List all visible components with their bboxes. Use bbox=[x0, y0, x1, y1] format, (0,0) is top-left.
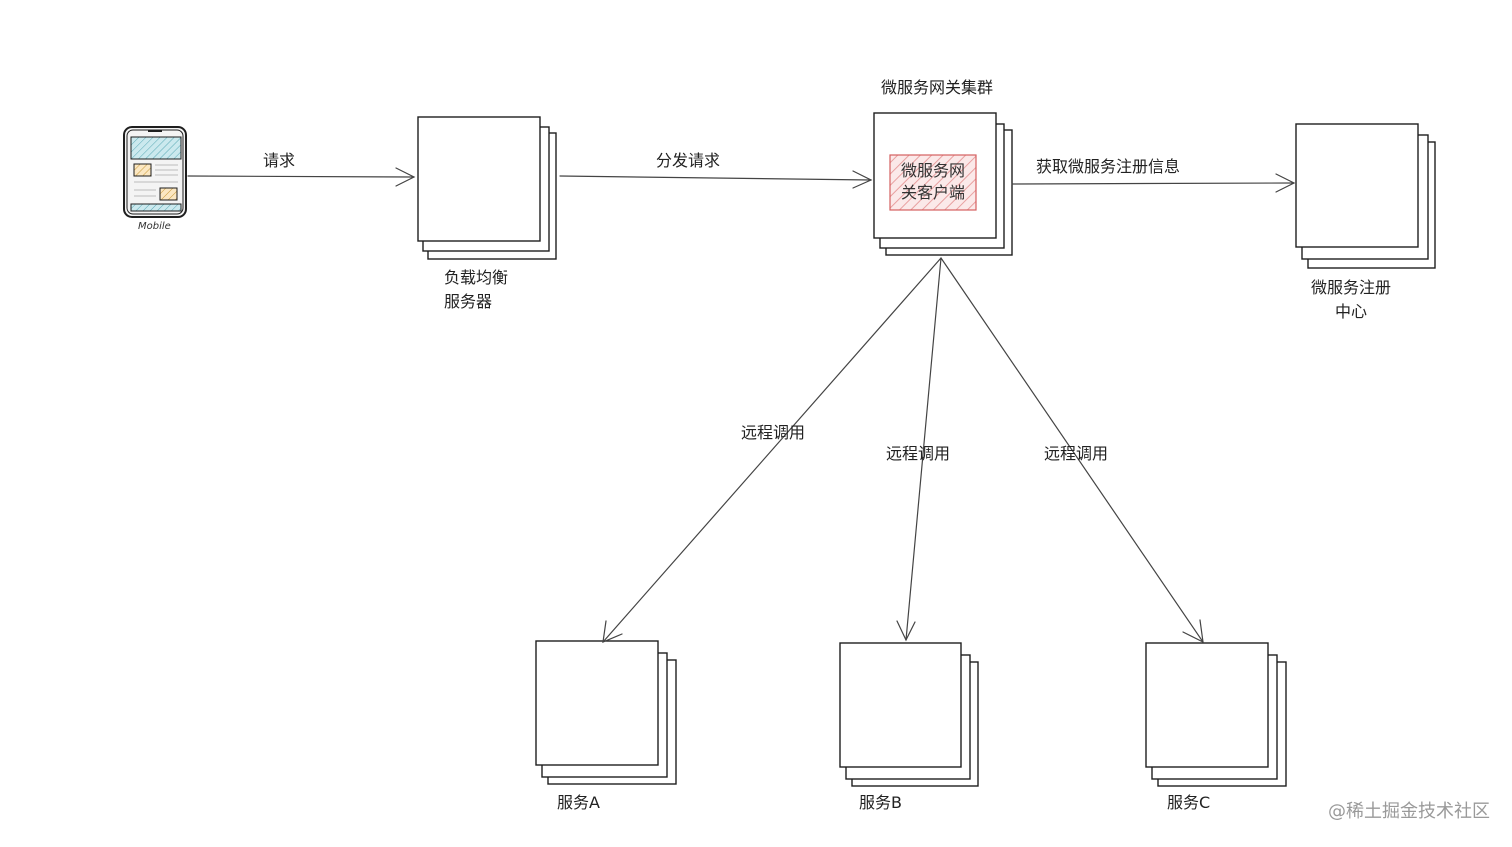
arrow-request bbox=[187, 167, 416, 187]
edge-label-dispatch: 分发请求 bbox=[656, 151, 721, 170]
service-a-stack bbox=[535, 640, 677, 785]
edge-label-fetch-registry: 获取微服务注册信息 bbox=[1036, 157, 1181, 176]
watermark: @稀土掘金技术社区 bbox=[1328, 801, 1490, 822]
gateway-client-box bbox=[889, 154, 977, 211]
load-balancer-label: 负载均衡 服务器 bbox=[444, 266, 508, 314]
gateway-client-label: 微服务网 关客户端 bbox=[890, 160, 976, 204]
gateway-title: 微服务网关集群 bbox=[881, 78, 994, 97]
mobile-phone-icon bbox=[123, 126, 187, 218]
edge-label-rpc-a: 远程调用 bbox=[741, 423, 806, 442]
arrow-rpc-c bbox=[940, 257, 1204, 644]
arrow-rpc-a bbox=[602, 257, 942, 643]
registry-label-line2: 中心 bbox=[1334, 302, 1367, 321]
edge-label-rpc-c: 远程调用 bbox=[1044, 444, 1109, 463]
service-b-stack bbox=[839, 642, 979, 787]
service-a-label: 服务A bbox=[557, 793, 600, 812]
edge-label-rpc-b: 远程调用 bbox=[886, 444, 951, 463]
gateway-client-line1: 微服务网 bbox=[900, 161, 965, 180]
arrow-rpc-b bbox=[896, 257, 942, 642]
load-balancer-label-line1: 负载均衡 bbox=[444, 268, 509, 287]
load-balancer-stack bbox=[417, 116, 557, 260]
arrow-fetch-registry bbox=[1011, 173, 1296, 193]
arrow-dispatch bbox=[559, 170, 873, 189]
gateway-client-line2: 关客户端 bbox=[900, 183, 965, 202]
service-b-label: 服务B bbox=[859, 793, 902, 812]
registry-label-line1: 微服务注册 bbox=[1310, 278, 1391, 297]
edge-label-request: 请求 bbox=[263, 151, 296, 170]
service-c-stack bbox=[1145, 642, 1287, 787]
mobile-label: Mobile bbox=[138, 221, 171, 232]
service-c-label: 服务C bbox=[1167, 793, 1211, 812]
registry-label: 微服务注册 中心 bbox=[1296, 276, 1406, 324]
load-balancer-label-line2: 服务器 bbox=[444, 292, 493, 311]
registry-stack bbox=[1295, 123, 1436, 269]
